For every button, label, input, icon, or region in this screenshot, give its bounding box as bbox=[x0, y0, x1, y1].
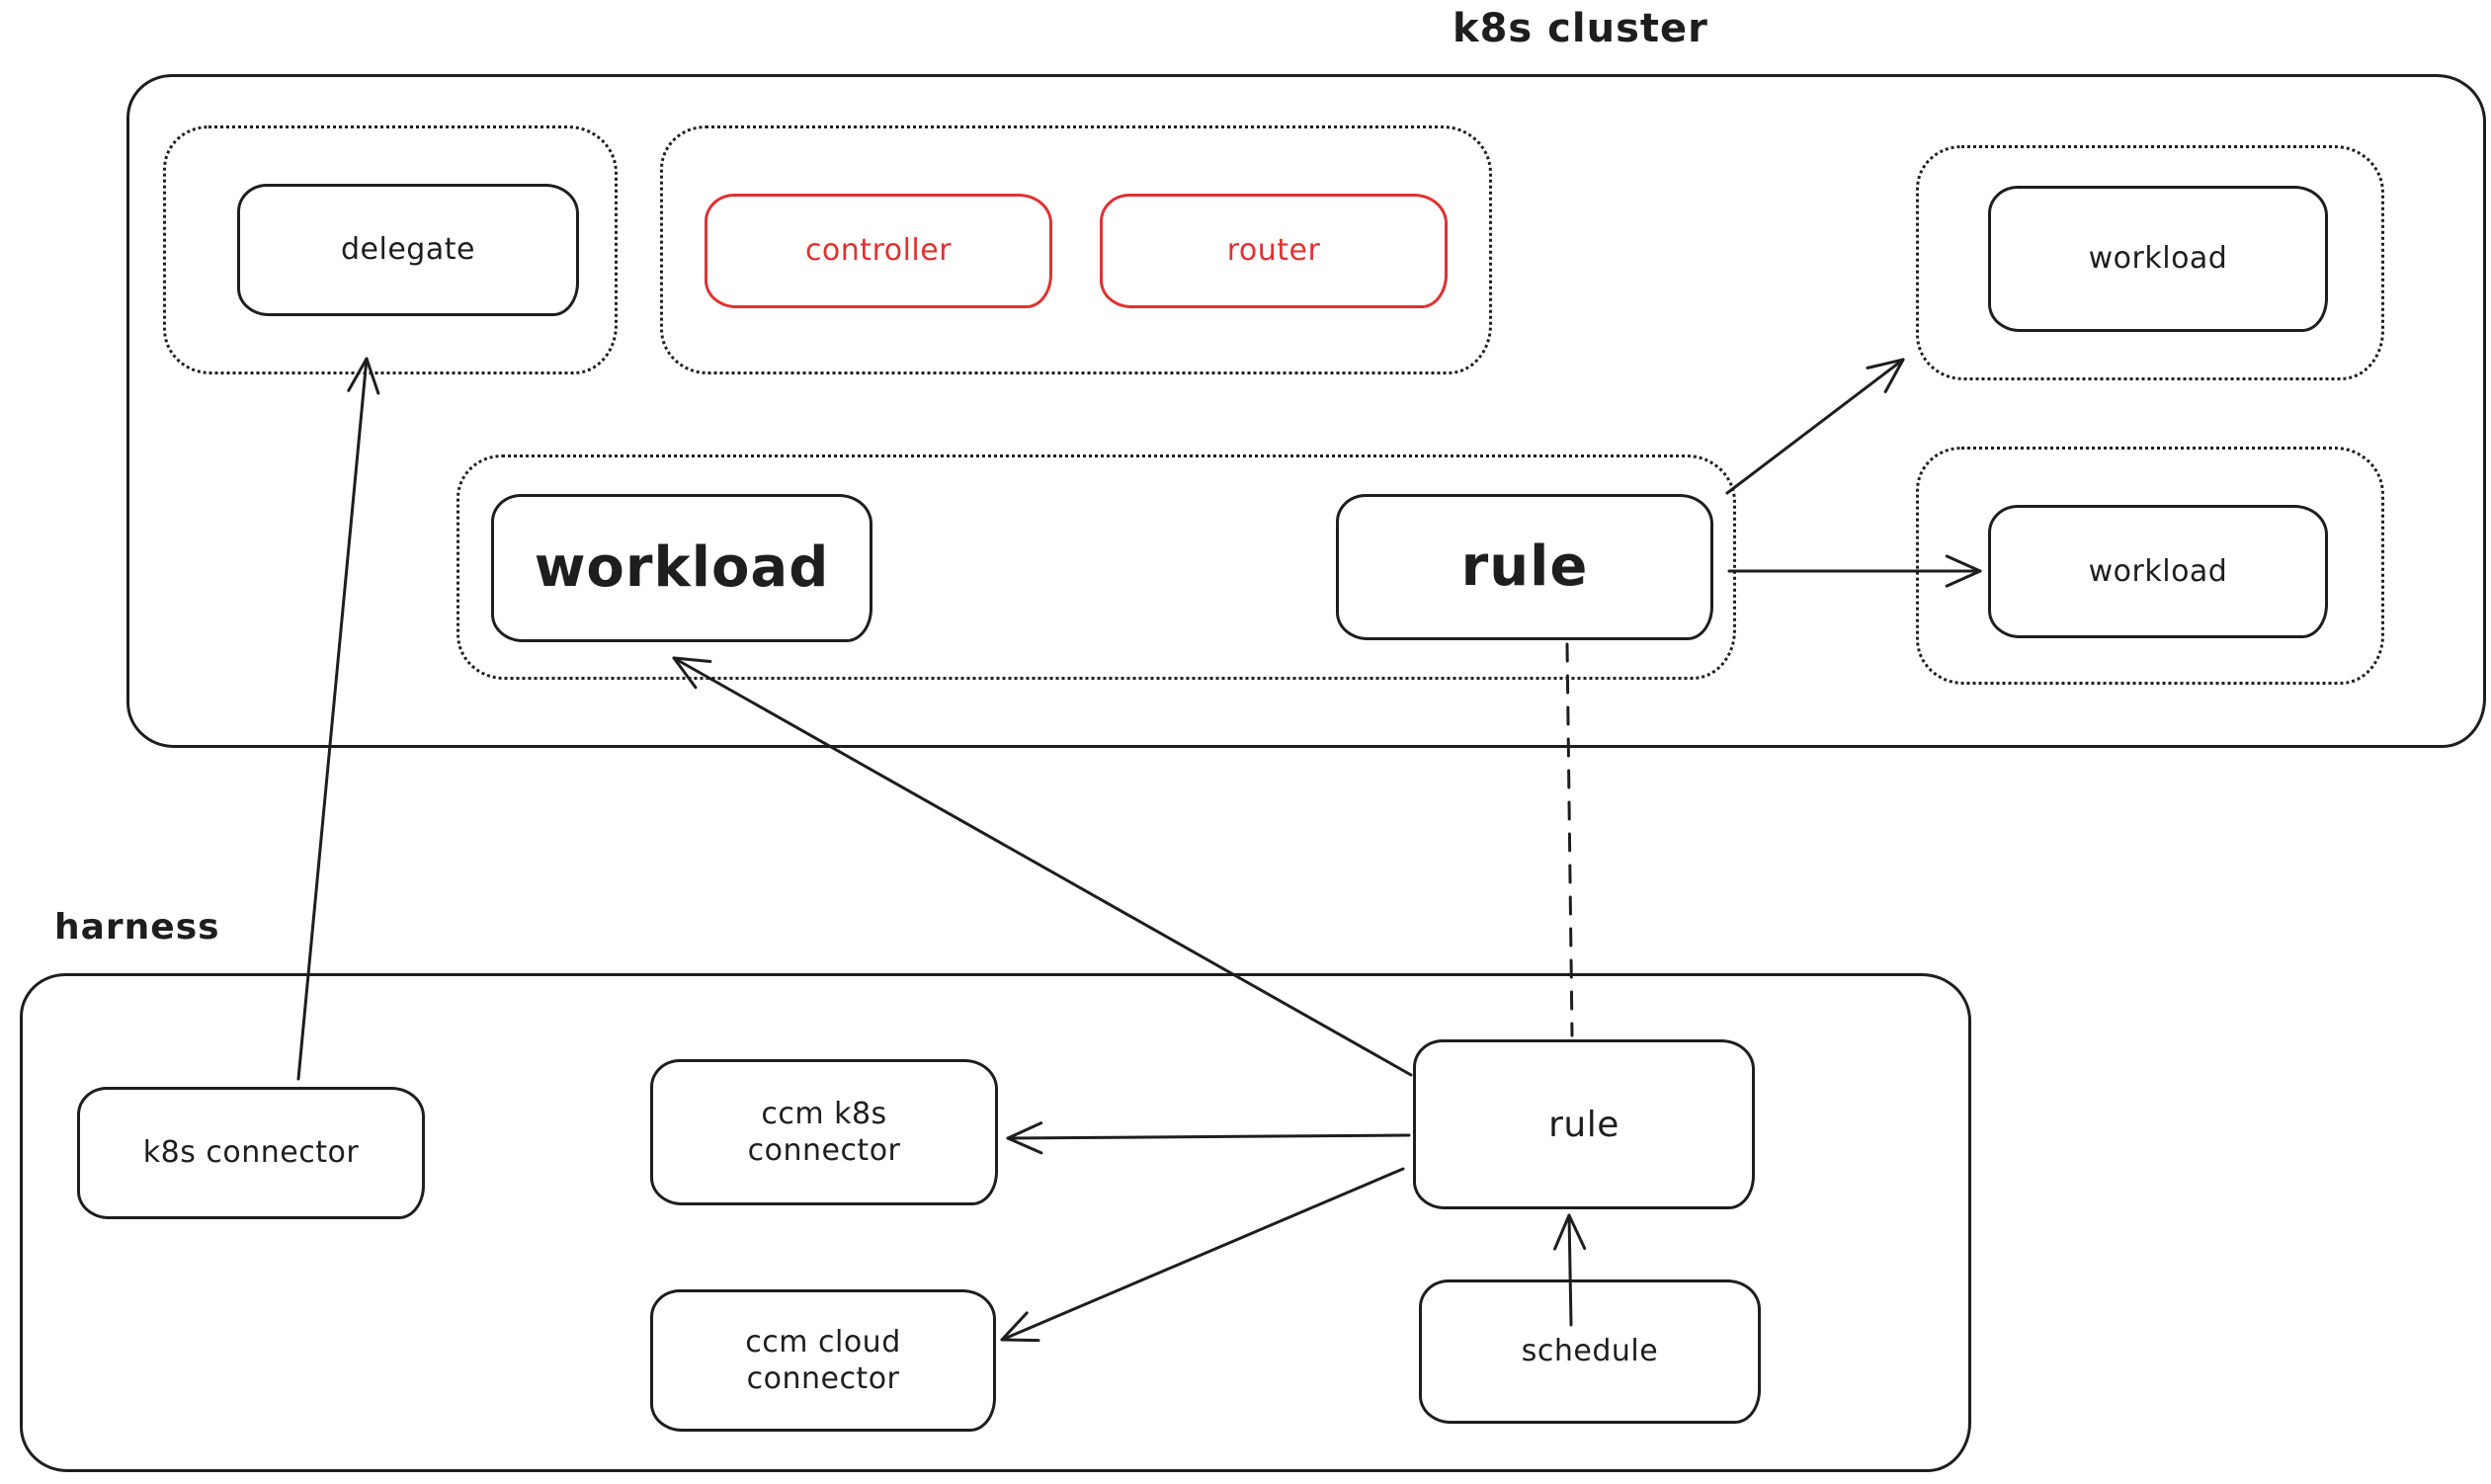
workload-side-label: workload bbox=[2088, 553, 2228, 589]
workload-main-node: workload bbox=[491, 494, 872, 642]
k8s-connector-node: k8s connector bbox=[77, 1087, 425, 1219]
controller-router-group bbox=[660, 125, 1492, 374]
rule-harness-node: rule bbox=[1413, 1039, 1755, 1209]
controller-label: controller bbox=[804, 233, 953, 269]
ccm-k8s-connector-node: ccm k8s connector bbox=[650, 1059, 998, 1205]
rule-main-node: rule bbox=[1336, 494, 1713, 640]
k8s-cluster-title: k8s cluster bbox=[1453, 6, 1708, 51]
ccm-k8s-connector-label: ccm k8s connector bbox=[747, 1096, 901, 1169]
workload-side-group bbox=[1916, 447, 2384, 685]
delegate-label: delegate bbox=[341, 232, 475, 268]
ccm-cloud-connector-node: ccm cloud connector bbox=[650, 1289, 996, 1432]
delegate-group bbox=[163, 125, 618, 374]
harness-title: harness bbox=[54, 907, 220, 948]
ccm-cloud-connector-label: ccm cloud connector bbox=[745, 1324, 901, 1397]
workload-main-label: workload bbox=[534, 536, 830, 600]
workload-top-right-group bbox=[1916, 145, 2384, 380]
router-label: router bbox=[1226, 233, 1321, 269]
controller-node: controller bbox=[705, 194, 1052, 308]
router-node: router bbox=[1100, 194, 1448, 308]
schedule-node: schedule bbox=[1419, 1279, 1761, 1424]
workload-top-right-label: workload bbox=[2088, 241, 2228, 277]
workload-top-right-node: workload bbox=[1988, 186, 2328, 332]
delegate-node: delegate bbox=[237, 184, 579, 316]
rule-harness-label: rule bbox=[1548, 1104, 1619, 1145]
schedule-label: schedule bbox=[1521, 1334, 1659, 1369]
k8s-connector-label: k8s connector bbox=[142, 1135, 360, 1171]
workload-side-node: workload bbox=[1988, 505, 2328, 638]
rule-main-label: rule bbox=[1460, 535, 1589, 599]
